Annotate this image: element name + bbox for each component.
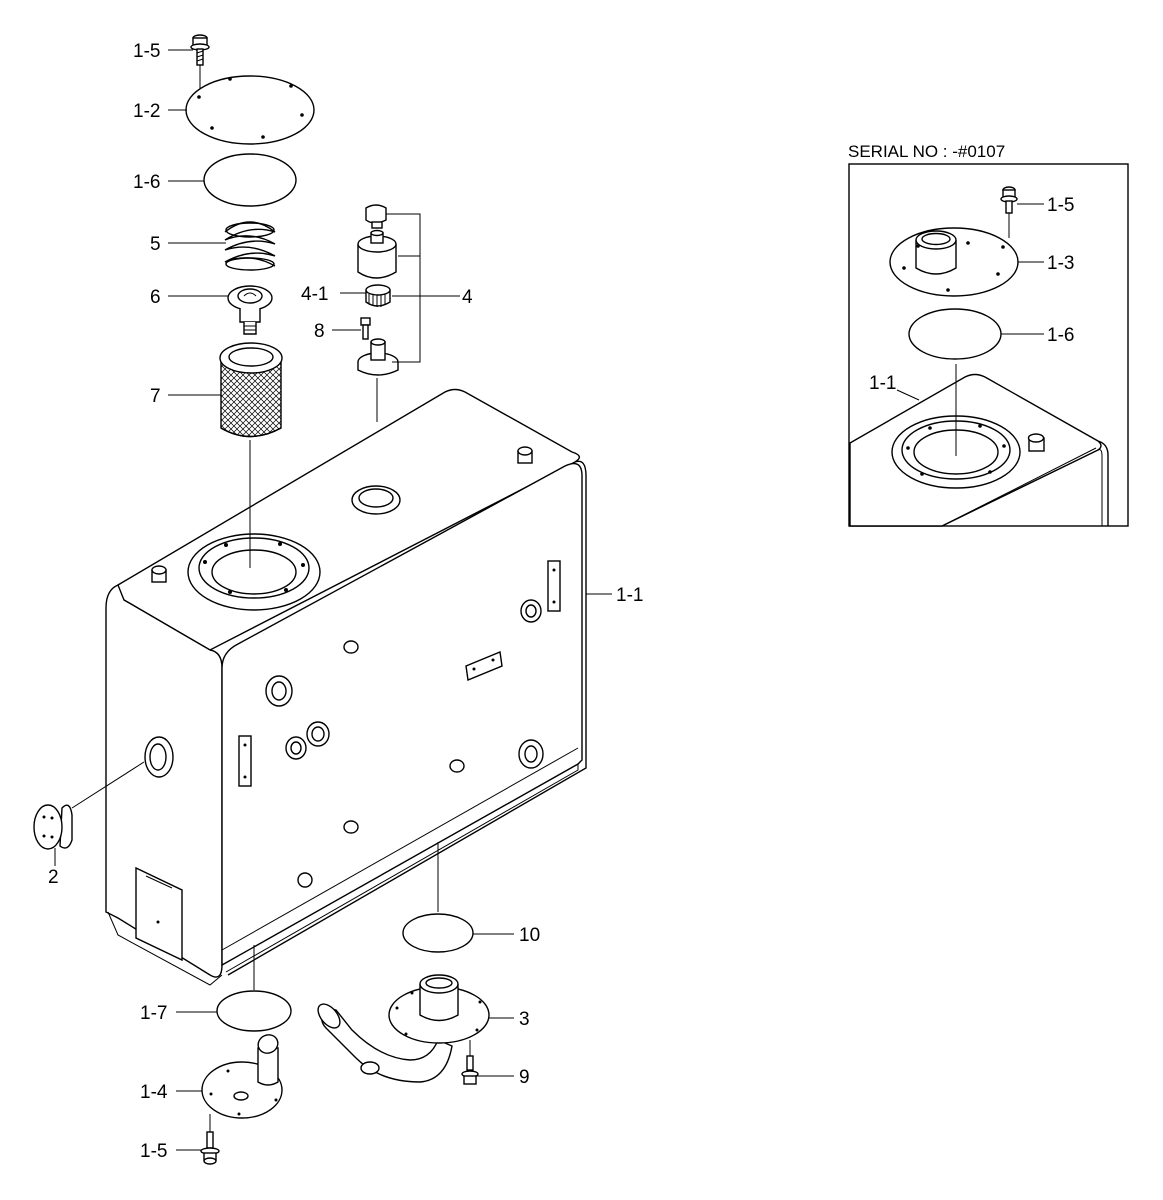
gasket-1-7 bbox=[216, 945, 292, 1032]
label-1-5-top: 1-5 bbox=[133, 41, 160, 62]
label-1-7: 1-7 bbox=[140, 1003, 167, 1024]
label-4: 4 bbox=[462, 287, 473, 308]
front-mounting-bracket-right bbox=[547, 560, 561, 612]
label-1-4: 1-4 bbox=[140, 1082, 168, 1103]
label-1-2: 1-2 bbox=[133, 101, 160, 122]
serial-inset: SERIAL NO : -#0107 bbox=[848, 142, 1129, 527]
inset-label-1-5: 1-5 bbox=[1047, 195, 1074, 216]
top-small-boss-left bbox=[151, 565, 167, 583]
bypass-valve-6 bbox=[227, 285, 273, 335]
inset-gasket-1-6 bbox=[908, 308, 1002, 360]
inset-cover-1-3 bbox=[889, 227, 1019, 297]
label-8: 8 bbox=[314, 321, 325, 342]
drain-plug-2 bbox=[33, 761, 145, 866]
inset-caption: SERIAL NO : -#0107 bbox=[848, 142, 1005, 161]
screw-8 bbox=[360, 317, 371, 340]
inset-frame bbox=[848, 163, 1129, 527]
bolt-1-5-bottom bbox=[200, 1114, 220, 1165]
label-6: 6 bbox=[150, 287, 161, 308]
label-1-1: 1-1 bbox=[616, 585, 643, 606]
breather-body bbox=[357, 229, 397, 279]
inset-bolt-1-5 bbox=[1000, 186, 1018, 238]
inset-label-1-3: 1-3 bbox=[1047, 253, 1074, 274]
bolt-1-5-top bbox=[190, 34, 210, 92]
bolt-9 bbox=[461, 1040, 479, 1085]
label-4-1: 4-1 bbox=[301, 284, 328, 305]
top-filter-port-flange bbox=[187, 533, 321, 611]
side-mounting-plate bbox=[135, 866, 183, 962]
hydraulic-tank-body bbox=[105, 388, 587, 986]
label-5: 5 bbox=[150, 234, 161, 255]
breather-port-boss bbox=[351, 485, 401, 515]
cover-plate-1-2 bbox=[185, 75, 315, 145]
gasket-1-6 bbox=[203, 153, 297, 207]
breather-adapter bbox=[357, 338, 399, 376]
suction-pipe-3 bbox=[317, 974, 490, 1083]
breather-element-4-1 bbox=[365, 284, 391, 307]
inset-small-boss bbox=[1027, 433, 1045, 452]
top-small-boss-right bbox=[517, 446, 533, 464]
label-1-6: 1-6 bbox=[133, 172, 160, 193]
gasket-10 bbox=[402, 842, 474, 953]
inset-label-1-1: 1-1 bbox=[869, 373, 896, 394]
label-9: 9 bbox=[519, 1067, 530, 1088]
label-1-5-bottom: 1-5 bbox=[140, 1141, 167, 1162]
spring-5 bbox=[224, 221, 276, 271]
front-mounting-bracket-left bbox=[238, 735, 252, 787]
label-2: 2 bbox=[48, 867, 59, 888]
breather-cap bbox=[365, 204, 387, 229]
label-7: 7 bbox=[150, 386, 161, 407]
label-3: 3 bbox=[519, 1009, 530, 1030]
inset-label-1-6: 1-6 bbox=[1047, 325, 1074, 346]
leader-lines bbox=[168, 49, 612, 1151]
suction-cover-1-4 bbox=[201, 1034, 283, 1119]
front-mounting-bracket-center bbox=[465, 651, 503, 681]
strainer-filter-7 bbox=[219, 342, 283, 438]
breather-group-bracket bbox=[386, 213, 460, 363]
label-10: 10 bbox=[519, 925, 540, 946]
part-labels: 1-5 1-2 1-6 5 6 7 4-1 4 8 1-1 2 10 1-7 3… bbox=[48, 41, 643, 1162]
side-drain-port-boss bbox=[144, 736, 174, 778]
front-port-bosses bbox=[265, 599, 544, 888]
